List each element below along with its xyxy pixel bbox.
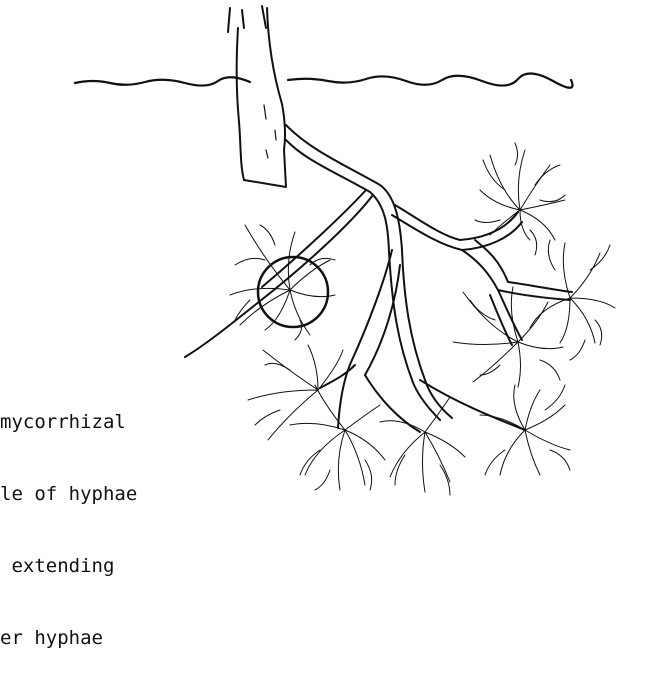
caption-line-4: er hyphae (0, 626, 300, 650)
hyphae-cluster-right (530, 240, 615, 360)
caption-line-2: le of hyphae (0, 482, 300, 506)
hyphae-cluster-bottom-left (290, 385, 385, 490)
highlight-circle (258, 257, 328, 327)
caption-line-1: mycorrhizal (0, 410, 300, 434)
hyphae-cluster-upper-right (475, 143, 565, 255)
plant-stem (228, 6, 286, 187)
caption-line-3: extending (0, 554, 300, 578)
hyphae-cluster-bottom-right (480, 385, 570, 475)
caption-text: mycorrhizal le of hyphae extending er hy… (0, 362, 300, 674)
soil-surface-line (75, 73, 573, 87)
